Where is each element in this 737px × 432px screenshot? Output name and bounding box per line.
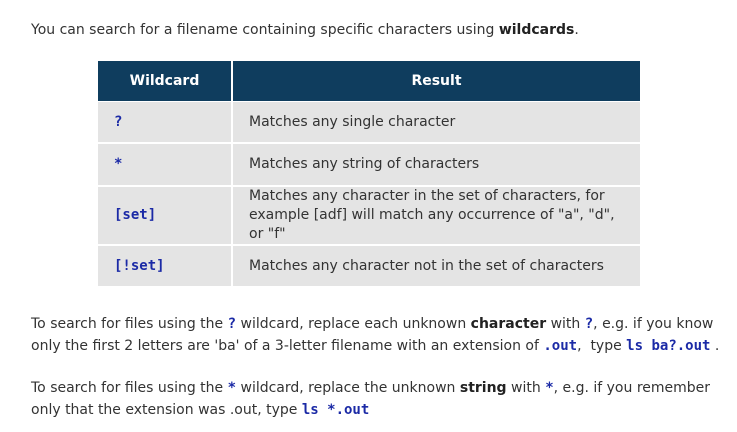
wildcard-cell: [!set] (98, 246, 233, 288)
intro-text: You can search for a filename containing… (31, 22, 499, 38)
para-text: with (546, 316, 585, 332)
result-cell: Matches any character in the set of char… (233, 187, 640, 246)
question-mark-paragraph: To search for files using the ? wildcard… (31, 313, 721, 357)
para-text: with (506, 380, 546, 396)
para-text: To search for files using the (31, 380, 228, 396)
inline-code: ? (584, 316, 594, 332)
character-term: character (470, 316, 547, 332)
inline-code: .out (543, 338, 578, 354)
table-header-row: Wildcard Result (98, 61, 640, 102)
inline-code: ? (227, 316, 237, 332)
asterisk-paragraph: To search for files using the * wildcard… (31, 377, 721, 421)
wildcard-cell: ? (98, 102, 233, 144)
result-text: Matches any character in the set of char… (249, 188, 605, 204)
wildcard-column-header: Wildcard (98, 61, 233, 102)
intro-paragraph: You can search for a filename containing… (31, 19, 721, 41)
result-text: Matches any single character (249, 113, 456, 130)
inline-code: * (227, 380, 237, 396)
result-text-continued: example [adf] will match any occurrence … (249, 207, 615, 242)
result-column-header: Result (233, 61, 640, 102)
table-row: * Matches any string of characters (98, 144, 640, 187)
command-code: ls ba?.out (626, 338, 711, 354)
para-text: wildcard, replace each unknown (236, 316, 471, 332)
result-cell: Matches any string of characters (233, 144, 640, 187)
command-code: ls *.out (301, 402, 370, 418)
wildcards-term: wildcards (498, 22, 575, 38)
wildcard-table: Wildcard Result ? Matches any single cha… (98, 61, 640, 288)
para-text: , e.g. if you remember only that the ext… (31, 380, 711, 418)
intro-period: . (574, 22, 579, 38)
inline-code: * (545, 380, 554, 396)
para-text: , e.g. if you know only the first 2 lett… (31, 316, 714, 354)
wildcard-cell: [set] (98, 187, 233, 246)
table-row: [set] Matches any character in the set o… (98, 187, 640, 246)
result-text: Matches any character not in the set of … (249, 257, 604, 274)
para-text: wildcard, replace the unknown (236, 380, 460, 396)
result-cell: Matches any single character (233, 102, 640, 144)
para-text: , type (577, 338, 627, 354)
para-text: . (710, 338, 720, 354)
para-text: To search for files using the (31, 316, 228, 332)
result-text: Matches any string of characters (249, 156, 480, 172)
table-row: [!set] Matches any character not in the … (98, 246, 640, 288)
string-term: string (459, 380, 507, 396)
result-cell: Matches any character not in the set of … (233, 246, 640, 288)
table-row: ? Matches any single character (98, 102, 640, 144)
wildcard-cell: * (98, 144, 233, 187)
